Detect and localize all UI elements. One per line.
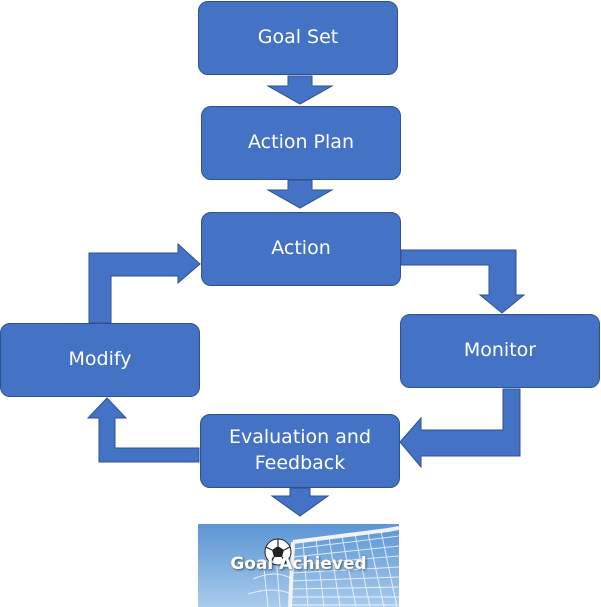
evaluation-label-line2: Feedback <box>254 452 346 474</box>
arrow-modify-to-action <box>88 242 201 324</box>
goal-net-icon <box>198 524 399 607</box>
monitor-label: Monitor <box>463 339 537 362</box>
action-box: Action <box>201 212 401 286</box>
arrow-action-to-monitor <box>400 249 526 314</box>
arrow-evaluation-to-goal <box>270 487 330 517</box>
arrow-monitor-to-evaluation <box>399 388 521 469</box>
modify-box: Modify <box>0 323 200 397</box>
action-plan-box: Action Plan <box>201 106 401 180</box>
action-label: Action <box>271 237 331 260</box>
evaluation-feedback-box: Evaluation and Feedback <box>200 414 400 488</box>
evaluation-label-line1: Evaluation and <box>228 426 372 449</box>
arrow-actionplan-to-action <box>266 179 334 209</box>
soccer-ball-icon <box>264 538 292 566</box>
goal-set-label: Goal Set <box>257 26 339 49</box>
arrow-evaluation-to-modify <box>86 397 200 463</box>
goal-achieved-label: Goal Achieved <box>230 554 367 574</box>
goal-set-box: Goal Set <box>198 1 398 75</box>
monitor-box: Monitor <box>400 314 600 388</box>
goal-achieved-image: Goal Achieved <box>198 524 399 607</box>
action-plan-label: Action Plan <box>248 131 354 154</box>
modify-label: Modify <box>68 348 132 371</box>
arrow-goalset-to-actionplan <box>266 75 334 105</box>
